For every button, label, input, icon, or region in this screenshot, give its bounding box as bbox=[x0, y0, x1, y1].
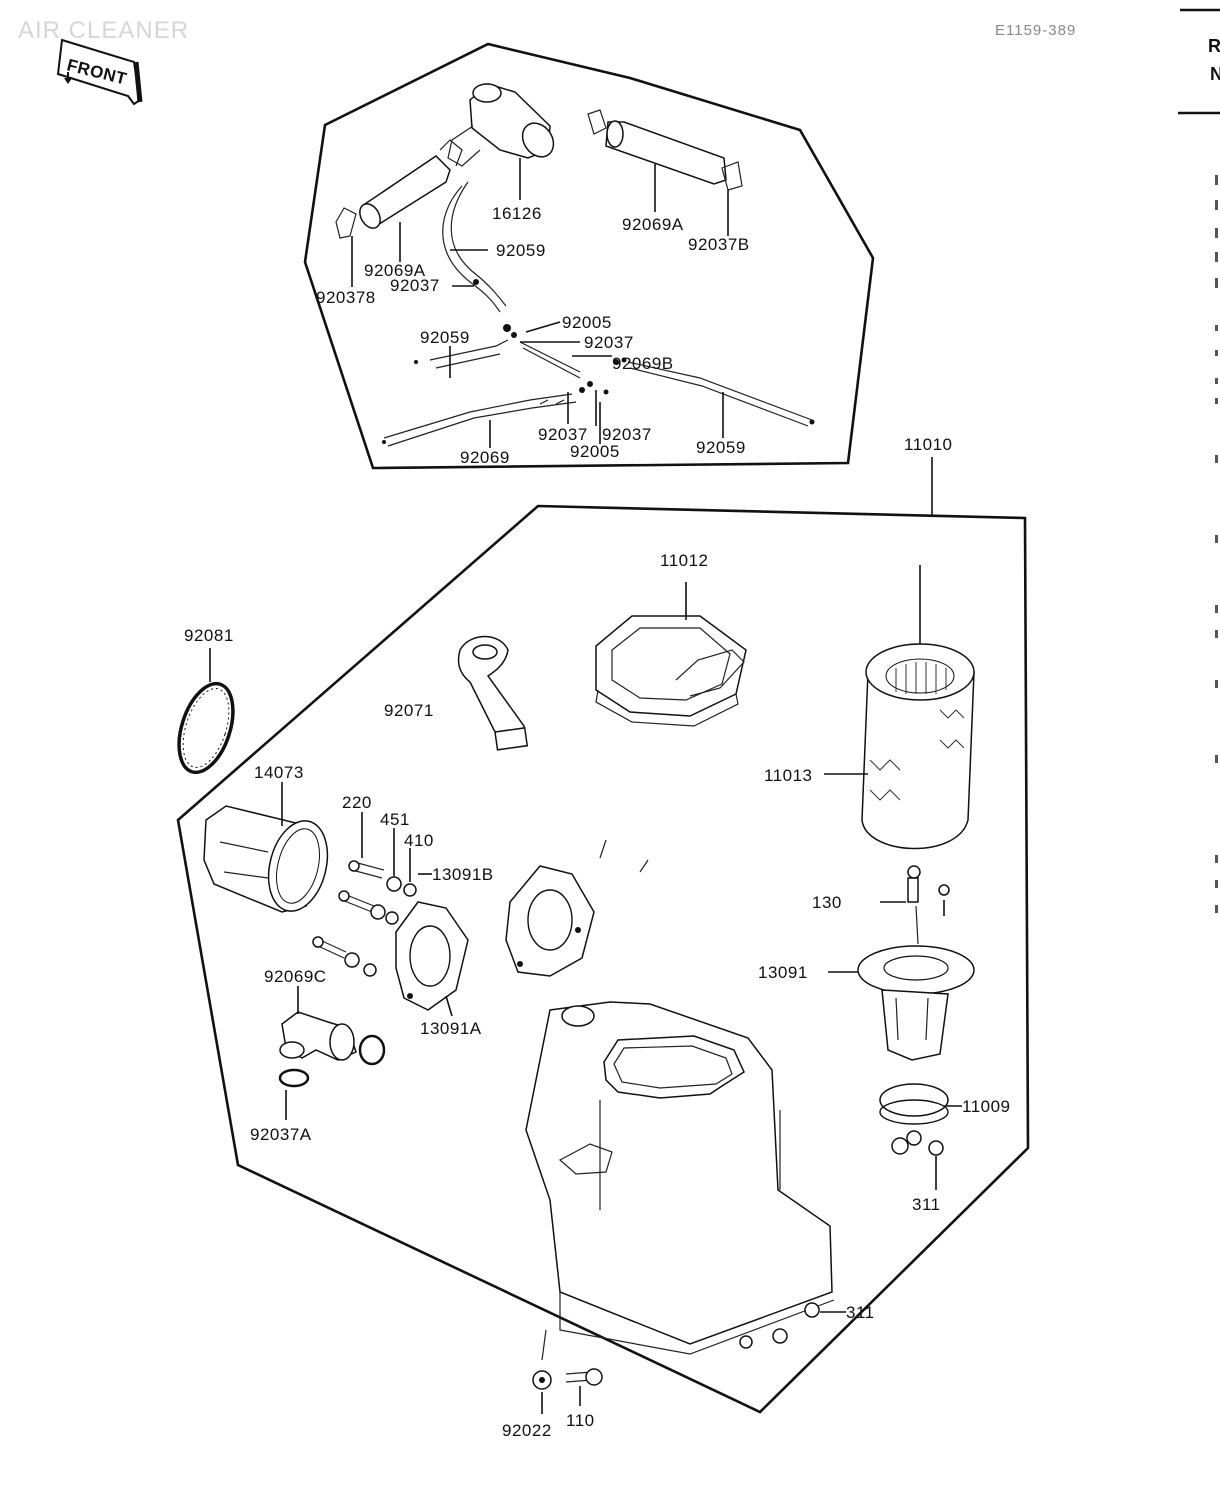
hose-92069A-left bbox=[335, 139, 463, 239]
label-130: 130 bbox=[812, 893, 842, 912]
bolts-and-washers bbox=[312, 812, 432, 977]
label-13091B: 13091B bbox=[432, 865, 494, 884]
tube-92059-upper bbox=[442, 181, 517, 338]
label-11010: 11010 bbox=[904, 435, 953, 454]
front-direction-badge: FRONT bbox=[56, 38, 143, 106]
label-92037-d: 92037 bbox=[602, 425, 652, 444]
label-451: 451 bbox=[380, 810, 410, 829]
adjacent-page-edge: R N bbox=[1178, 8, 1220, 913]
label-13091: 13091 bbox=[758, 963, 808, 982]
label-13091A: 13091A bbox=[420, 1019, 482, 1038]
label-311-right: 311 bbox=[912, 1195, 941, 1214]
label-110: 110 bbox=[566, 1411, 595, 1430]
nuts-311-right bbox=[891, 1130, 944, 1190]
label-92081: 92081 bbox=[184, 626, 234, 645]
label-92037-a: 92037 bbox=[390, 276, 440, 295]
label-92005-a: 92005 bbox=[562, 313, 612, 332]
hose-group-outline bbox=[303, 42, 875, 470]
label-11009: 11009 bbox=[962, 1097, 1011, 1116]
label-11013: 11013 bbox=[764, 766, 813, 785]
label-92059-b: 92059 bbox=[420, 328, 470, 347]
label-92022: 92022 bbox=[502, 1421, 552, 1440]
label-92037B-top: 92037B bbox=[688, 235, 750, 254]
nuts-311-bottom bbox=[739, 1302, 846, 1349]
elbow-hose-92069C bbox=[279, 986, 357, 1061]
flange-plate bbox=[505, 865, 595, 977]
elbow-16126 bbox=[447, 83, 555, 167]
hose-92069A-top bbox=[587, 109, 743, 191]
label-92037-b: 92037 bbox=[584, 333, 634, 352]
label-92069A-left: 92069A bbox=[364, 261, 426, 280]
label-92059-d: 92059 bbox=[696, 438, 746, 457]
clamp-92037A bbox=[278, 1034, 386, 1120]
small-hoses bbox=[382, 339, 815, 447]
label-92069A-top: 92069A bbox=[622, 215, 684, 234]
label-92069B: 92069B bbox=[612, 354, 674, 373]
drawing-code: E1159-389 bbox=[995, 22, 1076, 39]
filter-element-11013 bbox=[824, 565, 975, 850]
base-13091 bbox=[828, 865, 975, 1061]
label-92037B-left: 920378 bbox=[316, 288, 376, 307]
edge-text-1: R bbox=[1208, 36, 1220, 56]
bracket-92071 bbox=[457, 635, 529, 751]
label-92059-a: 92059 bbox=[496, 241, 546, 260]
cover-11012 bbox=[595, 582, 747, 727]
upper-leaders bbox=[351, 158, 729, 448]
label-311-bottom: 311 bbox=[846, 1303, 875, 1322]
label-92037A: 92037A bbox=[250, 1125, 312, 1144]
duct-14073 bbox=[203, 782, 329, 913]
label-11012: 11012 bbox=[660, 551, 709, 570]
label-16126: 16126 bbox=[492, 204, 542, 223]
label-92069C: 92069C bbox=[264, 967, 327, 986]
label-220: 220 bbox=[342, 793, 372, 812]
label-410: 410 bbox=[404, 831, 434, 850]
air-cleaner-housing bbox=[525, 839, 835, 1355]
label-92005-b: 92005 bbox=[570, 442, 620, 461]
gasket-13091A bbox=[395, 901, 469, 1017]
grommet-11009 bbox=[879, 1083, 962, 1125]
section-title: AIR CLEANER bbox=[18, 17, 189, 44]
label-14073: 14073 bbox=[254, 763, 304, 782]
bolt-110-washer-92022 bbox=[532, 1329, 603, 1414]
label-92037-c: 92037 bbox=[538, 425, 588, 444]
edge-text-2: N bbox=[1210, 64, 1220, 84]
o-ring-92081 bbox=[177, 648, 235, 775]
label-92071: 92071 bbox=[384, 701, 434, 720]
label-92069: 92069 bbox=[460, 448, 510, 467]
air-cleaner-group-outline bbox=[176, 504, 1030, 1414]
